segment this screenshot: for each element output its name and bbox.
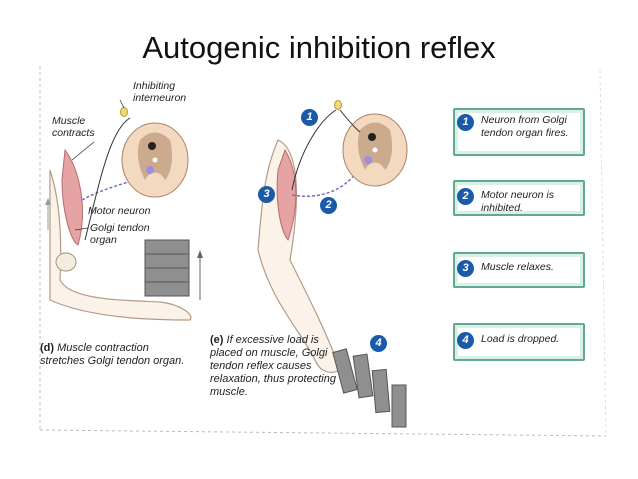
panel-e-drawing — [257, 100, 408, 428]
marker-4: 4 — [370, 335, 387, 352]
muscle-d — [61, 148, 83, 246]
caption-e-letter: (e) — [210, 334, 224, 346]
caption-d-text: Muscle contraction stretches Golgi tendo… — [40, 342, 185, 367]
label-muscle-contracts: Muscle contracts — [52, 115, 95, 139]
weights-d — [144, 239, 190, 297]
step-number-3: 3 — [457, 260, 474, 277]
elbow-joint — [55, 252, 77, 272]
step-box-3: 3 Muscle relaxes. — [453, 252, 585, 288]
step-box-2: 2 Motor neuron is inhibited. — [453, 180, 585, 216]
step-box-1: 1 Neuron from Golgi tendon organ fires. — [453, 108, 585, 156]
caption-d: (d) Muscle contraction stretches Golgi t… — [40, 342, 190, 368]
step-box-4: 4 Load is dropped. — [453, 323, 585, 361]
label-golgi-tendon-organ: Golgi tendon organ — [90, 222, 150, 246]
marker-3: 3 — [258, 186, 275, 203]
step-text-1: Neuron from Golgi tendon organ fires. — [481, 114, 569, 139]
step-number-1: 1 — [457, 114, 474, 131]
label-inhibiting-interneuron: Inhibiting interneuron — [133, 80, 187, 104]
caption-d-letter: (d) — [40, 342, 55, 354]
panel-d-drawing — [45, 107, 203, 321]
slide-title: Autogenic inhibition reflex — [142, 30, 496, 65]
marker-2: 2 — [320, 197, 337, 214]
step-text-2: Motor neuron is inhibited. — [481, 189, 554, 214]
arm-d — [49, 169, 192, 321]
falling-weights-e — [332, 348, 407, 428]
marker-1: 1 — [301, 109, 318, 126]
step-text-4: Load is dropped. — [481, 333, 560, 345]
muscle-e — [276, 148, 297, 242]
sensory-neuron-d — [84, 117, 131, 241]
label-motor-neuron: Motor neuron — [88, 205, 151, 217]
caption-e-text: If excessive load is placed on muscle, G… — [210, 334, 336, 398]
step-number-2: 2 — [457, 188, 474, 205]
motor-neuron-e — [291, 169, 359, 197]
sensory-neuron-e — [291, 109, 337, 191]
step-text-3: Muscle relaxes. — [481, 261, 554, 273]
step-number-4: 4 — [457, 332, 474, 349]
caption-e: (e) If excessive load is placed on muscl… — [210, 334, 338, 399]
interneuron-d — [148, 142, 156, 150]
